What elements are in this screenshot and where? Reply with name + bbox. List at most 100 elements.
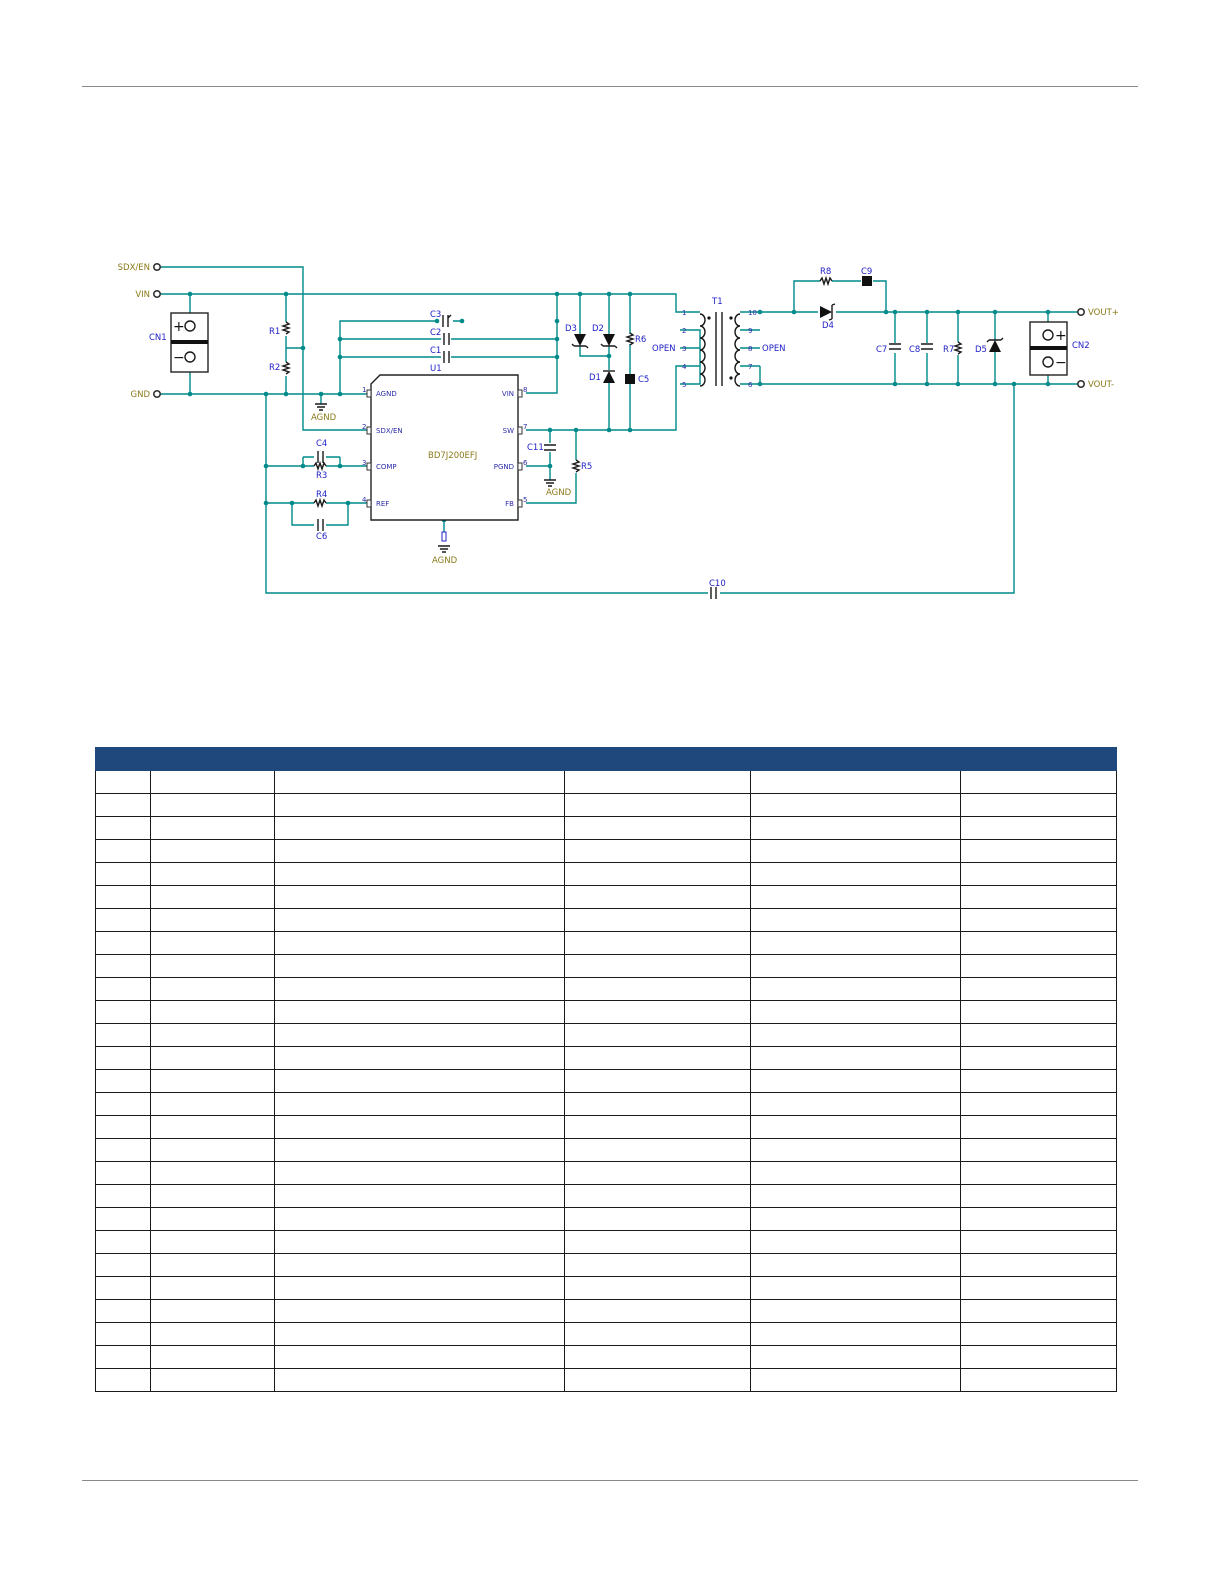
table-cell — [960, 931, 1117, 955]
svg-text:8: 8 — [523, 386, 527, 394]
svg-text:−: − — [1055, 355, 1067, 371]
table-cell — [564, 770, 751, 794]
table-cell — [564, 1345, 751, 1369]
table-cell — [95, 1207, 151, 1231]
table-cell — [750, 1230, 961, 1254]
wires — [160, 266, 1080, 594]
svg-text:8: 8 — [748, 345, 752, 353]
table-cell — [274, 1368, 565, 1392]
table-cell — [750, 793, 961, 817]
resistor-r3: R3 — [313, 460, 327, 481]
table-cell — [750, 1322, 961, 1346]
table-cell — [274, 1069, 565, 1093]
table-cell — [150, 770, 275, 794]
svg-text:AGND: AGND — [376, 390, 397, 398]
svg-text:BD7J200EFJ: BD7J200EFJ — [428, 451, 477, 461]
table-cell — [95, 1345, 151, 1369]
table-cell — [150, 1046, 275, 1070]
table-row — [95, 1299, 1117, 1323]
column-header — [960, 747, 1117, 771]
table-cell — [960, 816, 1117, 840]
table-cell — [150, 1299, 275, 1323]
table-cell — [95, 793, 151, 817]
svg-text:2: 2 — [682, 327, 686, 335]
svg-text:VOUT-: VOUT- — [1088, 380, 1114, 390]
svg-text:OPEN: OPEN — [652, 344, 676, 354]
table-cell — [274, 1115, 565, 1139]
svg-text:R5: R5 — [581, 462, 592, 472]
table-cell — [750, 1115, 961, 1139]
table-cell — [750, 1368, 961, 1392]
table-cell — [274, 1345, 565, 1369]
svg-text:R4: R4 — [316, 490, 327, 500]
table-cell — [564, 1253, 751, 1277]
table-row — [95, 1276, 1117, 1300]
svg-text:U1: U1 — [430, 364, 442, 374]
svg-text:R6: R6 — [635, 335, 646, 345]
column-header — [750, 747, 961, 771]
table-cell — [960, 1115, 1117, 1139]
circuit-schematic: SDX/EN VIN GND VOUT+ VOUT- + − CN1 + − C… — [118, 262, 1119, 599]
table-cell — [564, 1115, 751, 1139]
svg-text:OPEN: OPEN — [762, 344, 786, 354]
table-cell — [274, 1299, 565, 1323]
table-row — [95, 770, 1117, 794]
svg-text:10: 10 — [748, 309, 757, 317]
capacitor-c2: C2 — [430, 328, 450, 345]
table-cell — [150, 1115, 275, 1139]
table-row — [95, 1368, 1117, 1392]
table-row — [95, 1138, 1117, 1162]
table-cell — [274, 1000, 565, 1024]
table-cell — [564, 885, 751, 909]
column-header — [564, 747, 751, 771]
table-cell — [750, 1207, 961, 1231]
table-cell — [750, 862, 961, 886]
table-cell — [274, 839, 565, 863]
capacitor-c7: C7 — [876, 343, 901, 355]
svg-text:9: 9 — [748, 327, 752, 335]
table-cell — [150, 931, 275, 955]
table-cell — [274, 816, 565, 840]
table-cell — [150, 1138, 275, 1162]
table-cell — [564, 1276, 751, 1300]
table-cell — [95, 977, 151, 1001]
port-sdx-en: SDX/EN — [118, 262, 162, 273]
table-cell — [960, 862, 1117, 886]
table-cell — [95, 908, 151, 932]
column-header — [274, 747, 565, 771]
table-cell — [150, 1253, 275, 1277]
table-cell — [960, 1230, 1117, 1254]
table-row — [95, 1069, 1117, 1093]
table-cell — [960, 1069, 1117, 1093]
table-cell — [150, 977, 275, 1001]
table-cell — [564, 1184, 751, 1208]
svg-text:3: 3 — [362, 459, 366, 467]
svg-text:7: 7 — [748, 363, 752, 371]
column-header — [95, 747, 151, 771]
svg-text:D5: D5 — [975, 345, 987, 355]
table-cell — [564, 1023, 751, 1047]
table-cell — [95, 931, 151, 955]
table-cell — [274, 908, 565, 932]
svg-text:3: 3 — [682, 345, 686, 353]
table-cell — [274, 1276, 565, 1300]
table-cell — [150, 1207, 275, 1231]
table-cell — [960, 1046, 1117, 1070]
table-row — [95, 1161, 1117, 1185]
table-cell — [150, 839, 275, 863]
table-cell — [750, 1345, 961, 1369]
table-cell — [150, 1092, 275, 1116]
bill-of-materials-table — [95, 747, 1117, 1392]
svg-text:C10: C10 — [709, 579, 726, 589]
table-cell — [95, 1184, 151, 1208]
resistor-r4: R4 — [313, 490, 327, 509]
capacitor-c9: C9 — [861, 267, 872, 286]
svg-text:SDX/EN: SDX/EN — [118, 263, 150, 273]
table-row — [95, 793, 1117, 817]
table-cell — [750, 1184, 961, 1208]
table-cell — [750, 1046, 961, 1070]
table-header-row — [95, 747, 1117, 771]
port-vout-pos: VOUT+ — [1077, 307, 1119, 318]
table-cell — [150, 1345, 275, 1369]
table-cell — [960, 1000, 1117, 1024]
